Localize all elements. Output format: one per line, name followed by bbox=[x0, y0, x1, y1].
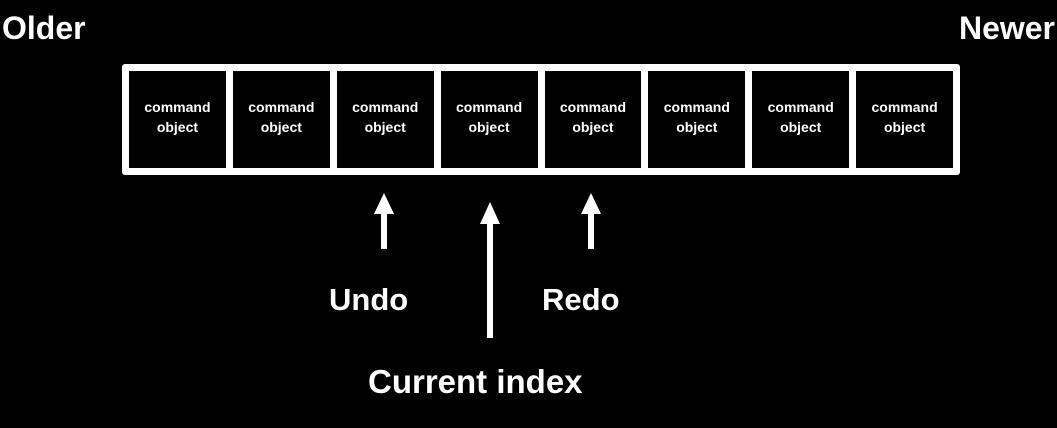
command-object-cell: command object bbox=[129, 71, 226, 168]
command-object-line1: command bbox=[144, 98, 211, 115]
command-object-line1: command bbox=[663, 98, 730, 115]
newer-label: Newer bbox=[958, 10, 1055, 46]
command-object-cell: command object bbox=[648, 71, 746, 168]
command-object-line1: command bbox=[559, 98, 626, 115]
command-object-line2: object bbox=[676, 118, 718, 135]
command-object-cell: command object bbox=[544, 71, 642, 168]
older-label: Older bbox=[2, 10, 86, 46]
command-object-line2: object bbox=[156, 118, 199, 135]
current-index-label: Current index bbox=[368, 363, 583, 400]
command-object-line2: object bbox=[883, 118, 926, 135]
redo-label: Redo bbox=[542, 282, 620, 317]
command-object-line1: command bbox=[248, 98, 315, 115]
command-object-line2: object bbox=[780, 118, 822, 135]
command-object-line1: command bbox=[456, 98, 523, 115]
command-object-cell: command object bbox=[232, 71, 330, 168]
command-object-cell: command object bbox=[440, 71, 538, 168]
command-object-line2: object bbox=[364, 118, 406, 135]
command-object-cell: command object bbox=[856, 71, 953, 168]
command-object-line2: object bbox=[468, 118, 510, 135]
command-object-line1: command bbox=[871, 98, 938, 115]
undo-label: Undo bbox=[329, 282, 409, 317]
command-object-cell: command object bbox=[752, 71, 850, 168]
command-object-cell: command object bbox=[336, 71, 434, 168]
undo-arrow-icon bbox=[374, 193, 394, 249]
command-object-line1: command bbox=[352, 98, 419, 115]
command-object-line2: object bbox=[572, 118, 614, 135]
command-object-line2: object bbox=[260, 118, 302, 135]
command-history-stack: command object command object command ob… bbox=[122, 64, 960, 175]
redo-arrow-icon bbox=[581, 193, 601, 249]
current-index-arrow-icon bbox=[480, 202, 500, 338]
command-object-line1: command bbox=[767, 98, 834, 115]
